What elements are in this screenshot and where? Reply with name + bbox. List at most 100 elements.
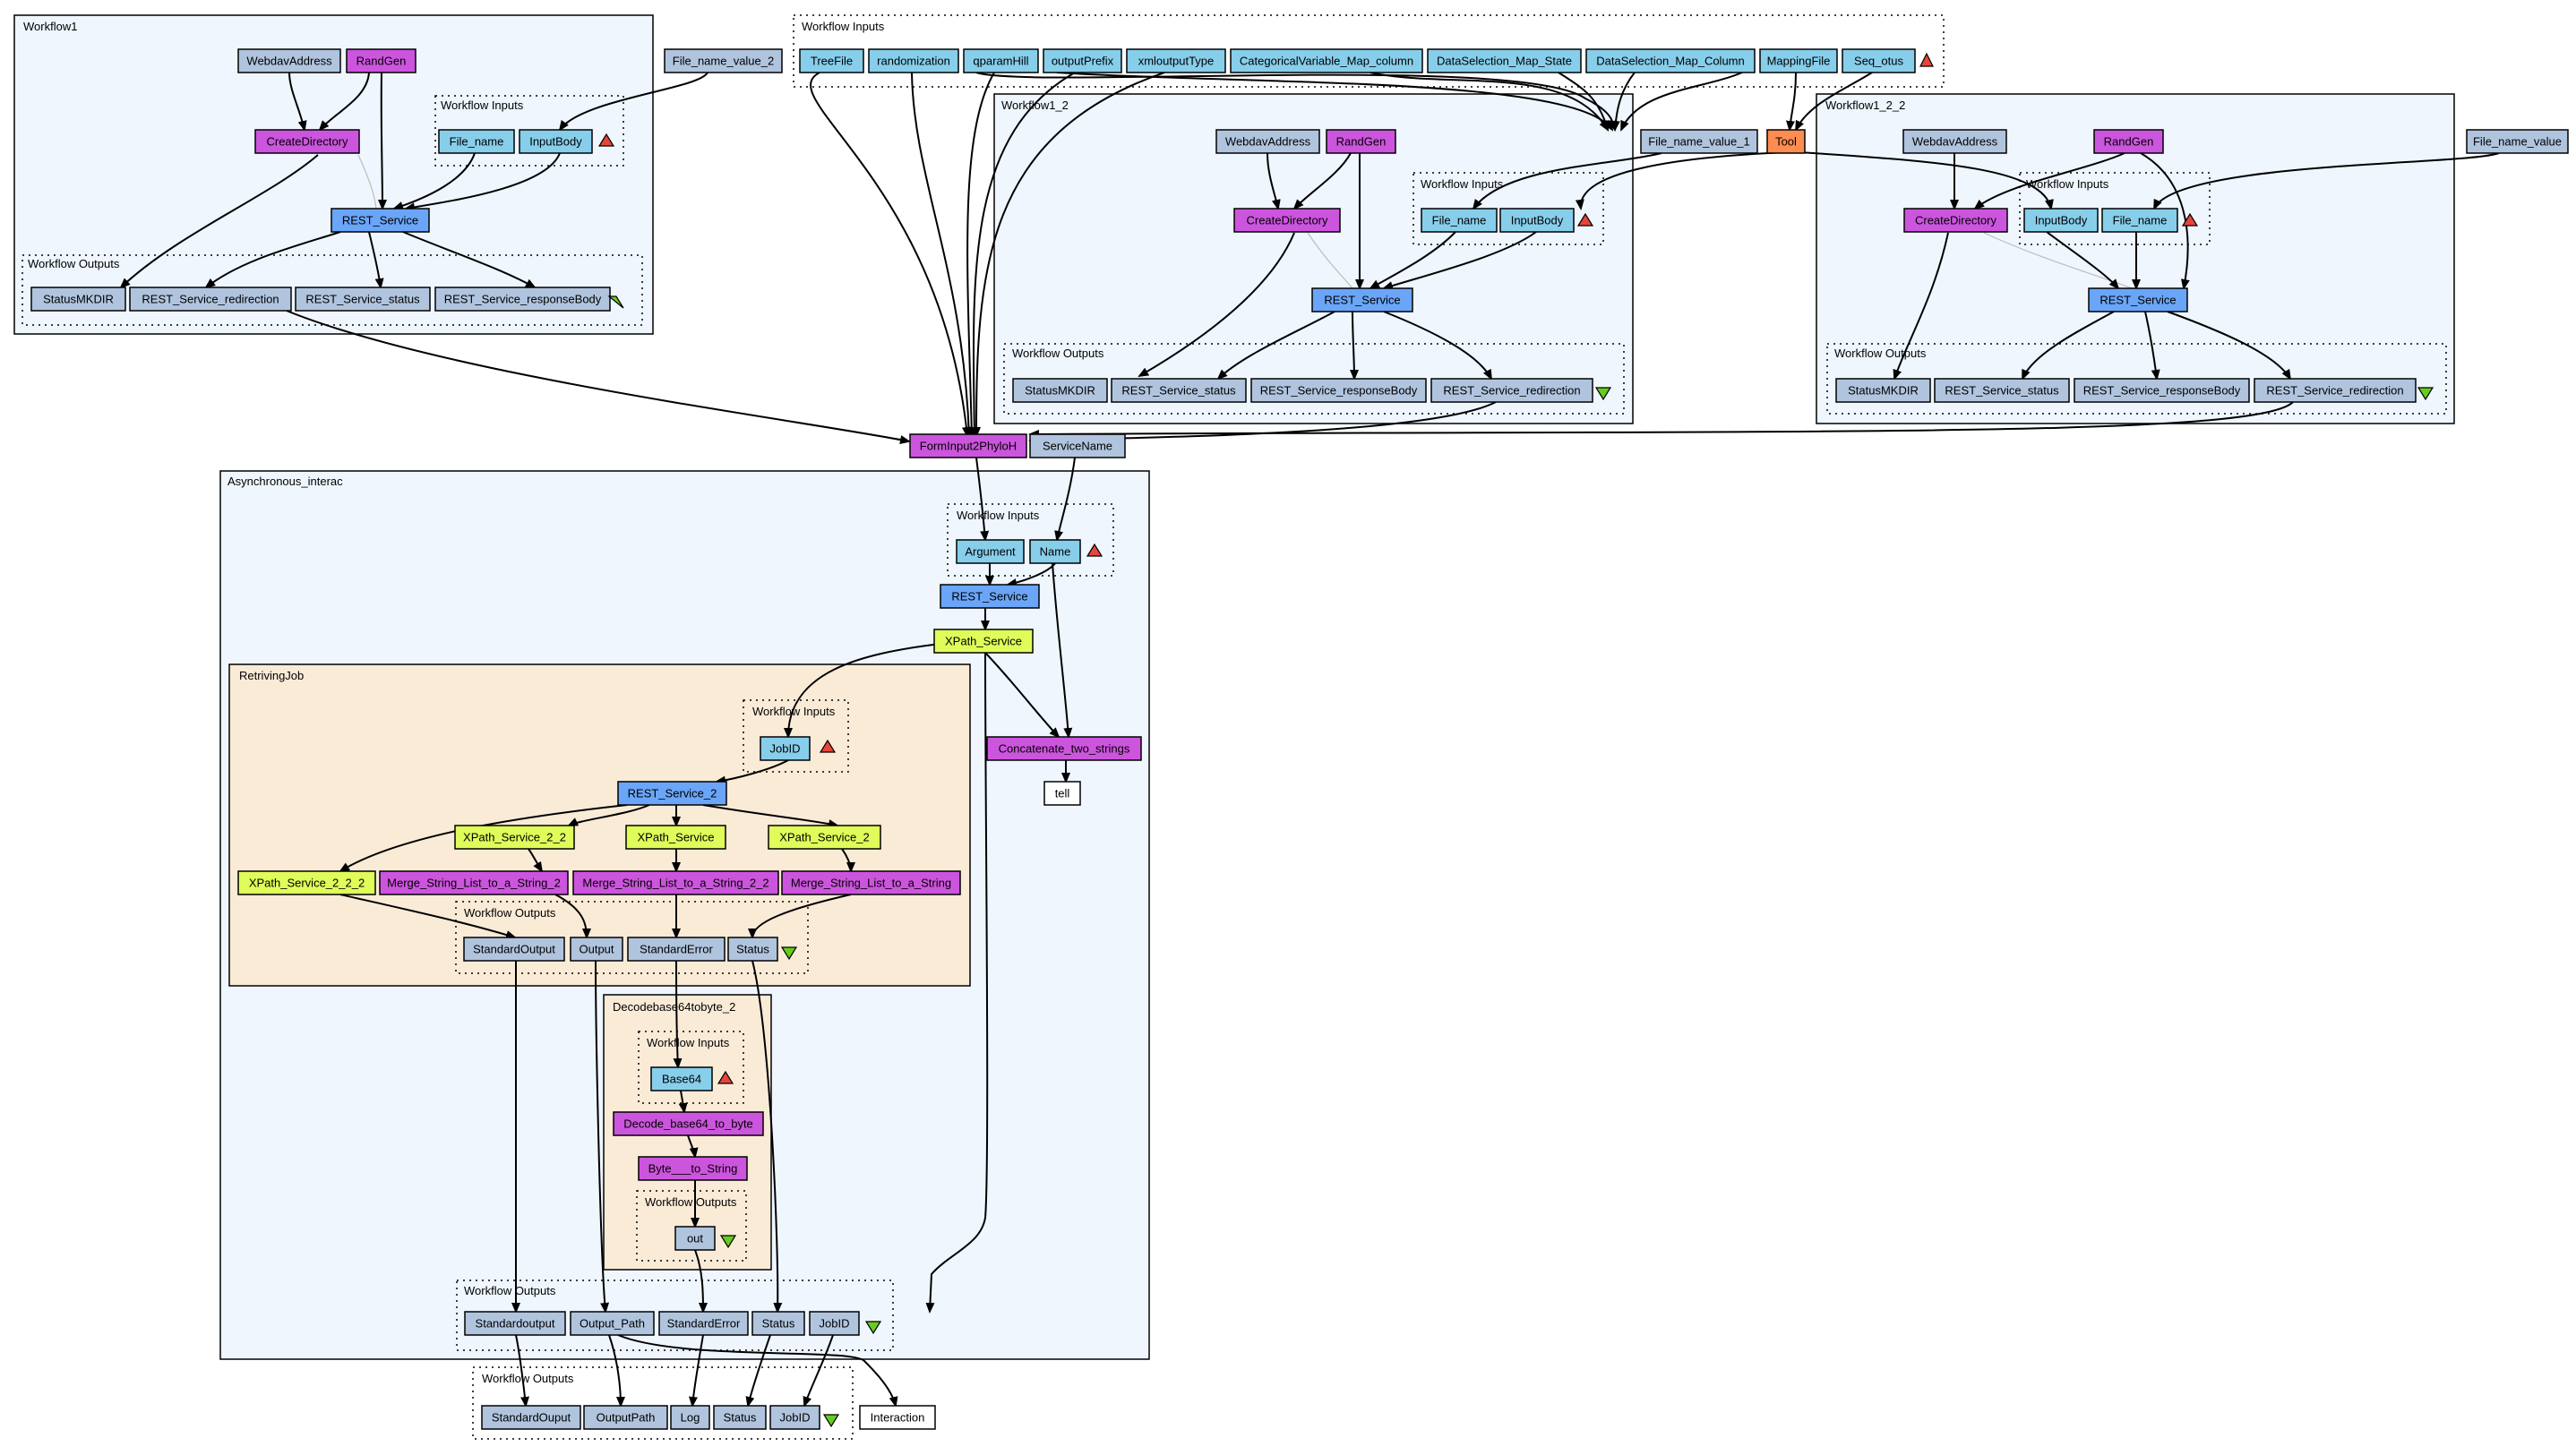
node-ao-outpath[interactable]: Output_Path	[570, 1311, 655, 1336]
node-w1-randgen[interactable]: RandGen	[346, 48, 416, 73]
node-box	[129, 287, 292, 312]
node-ao-jobid[interactable]: JobID	[809, 1311, 860, 1336]
node-label: RandGen	[2104, 135, 2154, 149]
node-a-xpath[interactable]: XPath_Service	[933, 629, 1034, 654]
node-label: Standardoutput	[476, 1317, 555, 1331]
node-wi-seqotus[interactable]: Seq_otus	[1842, 48, 1916, 73]
node-wi-cparamhill[interactable]: qparamHill	[963, 48, 1039, 73]
node-wi-randomization[interactable]: randomization	[868, 48, 959, 73]
node-wi-treefile[interactable]: TreeFile	[799, 48, 864, 73]
node-w12-redirection[interactable]: REST_Service_redirection	[1430, 378, 1593, 403]
node-wi-xmloutputtype[interactable]: xmloutputType	[1126, 48, 1226, 73]
node-w1-status[interactable]: REST_Service_status	[295, 287, 431, 312]
node-fo-status[interactable]: Status	[713, 1405, 767, 1430]
node-w1-inputbody[interactable]: InputBody	[519, 129, 593, 154]
node-rj-rest2[interactable]: REST_Service_2	[617, 781, 727, 806]
node-fo-stdout[interactable]: StandardOuput	[481, 1405, 581, 1430]
node-w12-statusmkdir[interactable]: StatusMKDIR	[1012, 378, 1108, 403]
node-a-rest[interactable]: REST_Service	[940, 584, 1040, 609]
node-a-concat[interactable]: Concatenate_two_strings	[986, 736, 1142, 761]
node-box	[30, 287, 126, 312]
node-ao-status[interactable]: Status	[751, 1311, 805, 1336]
node-w12-responsebody[interactable]: REST_Service_responseBody	[1250, 378, 1427, 403]
node-box	[809, 1311, 860, 1336]
cluster-async-outputs: Workflow Outputs	[456, 1280, 894, 1351]
node-servicename[interactable]: ServiceName	[1029, 433, 1126, 458]
node-dec-decode[interactable]: Decode_base64_to_byte	[613, 1111, 764, 1136]
cluster-top-workflow-inputs: Workflow Inputs	[793, 14, 1945, 88]
node-label: WebdavAddress	[1912, 135, 1998, 149]
node-w1-redirection[interactable]: REST_Service_redirection	[129, 287, 292, 312]
node-w122-filename[interactable]: File_name	[2101, 208, 2178, 233]
node-w122-randgen[interactable]: RandGen	[2093, 129, 2164, 154]
node-dec-out[interactable]: out	[674, 1226, 716, 1251]
node-w12-filename[interactable]: File_name	[1421, 208, 1498, 233]
node-rj-xp[interactable]: XPath_Service	[625, 825, 726, 850]
node-w122-redirection[interactable]: REST_Service_redirection	[2254, 378, 2417, 403]
node-w1-webdav[interactable]: WebdavAddress	[237, 48, 341, 73]
node-interaction[interactable]: Interaction	[859, 1405, 936, 1430]
node-w1-filename[interactable]: File_name	[438, 129, 515, 154]
node-w122-responsebody[interactable]: REST_Service_responseBody	[2074, 378, 2250, 403]
node-wi-outputprefix[interactable]: outputPrefix	[1043, 48, 1122, 73]
node-filename-value[interactable]: File_name_value	[2466, 129, 2569, 154]
node-wi-mappingfile[interactable]: MappingFile	[1759, 48, 1838, 73]
node-w12-randgen[interactable]: RandGen	[1326, 129, 1396, 154]
node-a-argument[interactable]: Argument	[956, 539, 1025, 564]
node-rj-stdout[interactable]: StandardOutput	[463, 937, 565, 962]
node-rj-status[interactable]: Status	[727, 937, 778, 962]
node-w122-rest[interactable]: REST_Service	[2088, 287, 2188, 312]
node-fo-jobid[interactable]: JobID	[769, 1405, 820, 1430]
node-rj-xp222[interactable]: XPath_Service_2_2_2	[237, 870, 376, 895]
node-w1-responsebody[interactable]: REST_Service_responseBody	[434, 287, 611, 312]
node-w122-status[interactable]: REST_Service_status	[1934, 378, 2070, 403]
node-box	[769, 1405, 820, 1430]
node-a-tell[interactable]: tell	[1043, 781, 1081, 806]
node-rj-stderr[interactable]: StandardError	[627, 937, 726, 962]
node-a-name[interactable]: Name	[1029, 539, 1081, 564]
node-w12-inputbody[interactable]: InputBody	[1499, 208, 1575, 233]
node-rj-output[interactable]: Output	[570, 937, 623, 962]
node-rj-merge2[interactable]: Merge_String_List_to_a_String_2	[379, 870, 569, 895]
node-label: StandardOuput	[492, 1411, 571, 1425]
node-w122-inputbody[interactable]: InputBody	[2023, 208, 2099, 233]
node-rj-merge[interactable]: Merge_String_List_to_a_String	[781, 870, 961, 895]
node-label: Output_Path	[580, 1317, 645, 1331]
node-w1-statusmkdir[interactable]: StatusMKDIR	[30, 287, 126, 312]
node-box	[331, 208, 430, 233]
node-dec-base64[interactable]: Base64	[650, 1066, 713, 1091]
node-fo-outpath[interactable]: OutputPath	[583, 1405, 668, 1430]
node-wi-dsmapcolumn[interactable]: DataSelection_Map_Column	[1585, 48, 1756, 73]
node-dec-bytes[interactable]: Byte___to_String	[638, 1156, 748, 1181]
node-ao-stderr[interactable]: StandardError	[658, 1311, 749, 1336]
node-label: REST_Service_responseBody	[444, 293, 602, 306]
w122-outputs-green-triangle	[2417, 387, 2434, 401]
node-rj-jobid[interactable]: JobID	[760, 736, 811, 761]
node-wi-catvar[interactable]: CategoricalVariable_Map_column	[1230, 48, 1423, 73]
node-rj-xp22[interactable]: XPath_Service_2_2	[454, 825, 575, 850]
node-w12-webdav[interactable]: WebdavAddress	[1215, 129, 1320, 154]
node-wi-dsmapstate[interactable]: DataSelection_Map_State	[1427, 48, 1582, 73]
node-w122-webdav[interactable]: WebdavAddress	[1902, 129, 2007, 154]
node-rj-merge22[interactable]: Merge_String_List_to_a_String_2_2	[572, 870, 779, 895]
node-w12-createdir[interactable]: CreateDirectory	[1233, 208, 1341, 233]
node-box	[658, 1311, 749, 1336]
node-filename-value-1[interactable]: File_name_value_1	[1640, 129, 1758, 154]
node-ao-stdout[interactable]: Standardoutput	[464, 1311, 566, 1336]
node-rj-xp2[interactable]: XPath_Service_2	[768, 825, 881, 850]
node-box	[638, 1156, 748, 1181]
node-w1-createdir[interactable]: CreateDirectory	[254, 129, 360, 154]
w1-outputs-green-triangle	[607, 295, 624, 309]
node-box	[670, 1405, 710, 1430]
node-w12-rest[interactable]: REST_Service	[1311, 287, 1413, 312]
node-w1-rest[interactable]: REST_Service	[331, 208, 430, 233]
node-w122-createdir[interactable]: CreateDirectory	[1903, 208, 2008, 233]
node-tool[interactable]: Tool	[1766, 129, 1806, 154]
node-label: Status	[762, 1317, 795, 1331]
node-label: REST_Service_responseBody	[1260, 384, 1418, 398]
node-w122-statusmkdir[interactable]: StatusMKDIR	[1835, 378, 1931, 403]
node-filename-value-2[interactable]: File_name_value_2	[664, 48, 783, 73]
node-fo-log[interactable]: Log	[670, 1405, 710, 1430]
node-forminput[interactable]: FormInput2PhyloH	[909, 433, 1027, 458]
node-w12-status[interactable]: REST_Service_status	[1111, 378, 1247, 403]
